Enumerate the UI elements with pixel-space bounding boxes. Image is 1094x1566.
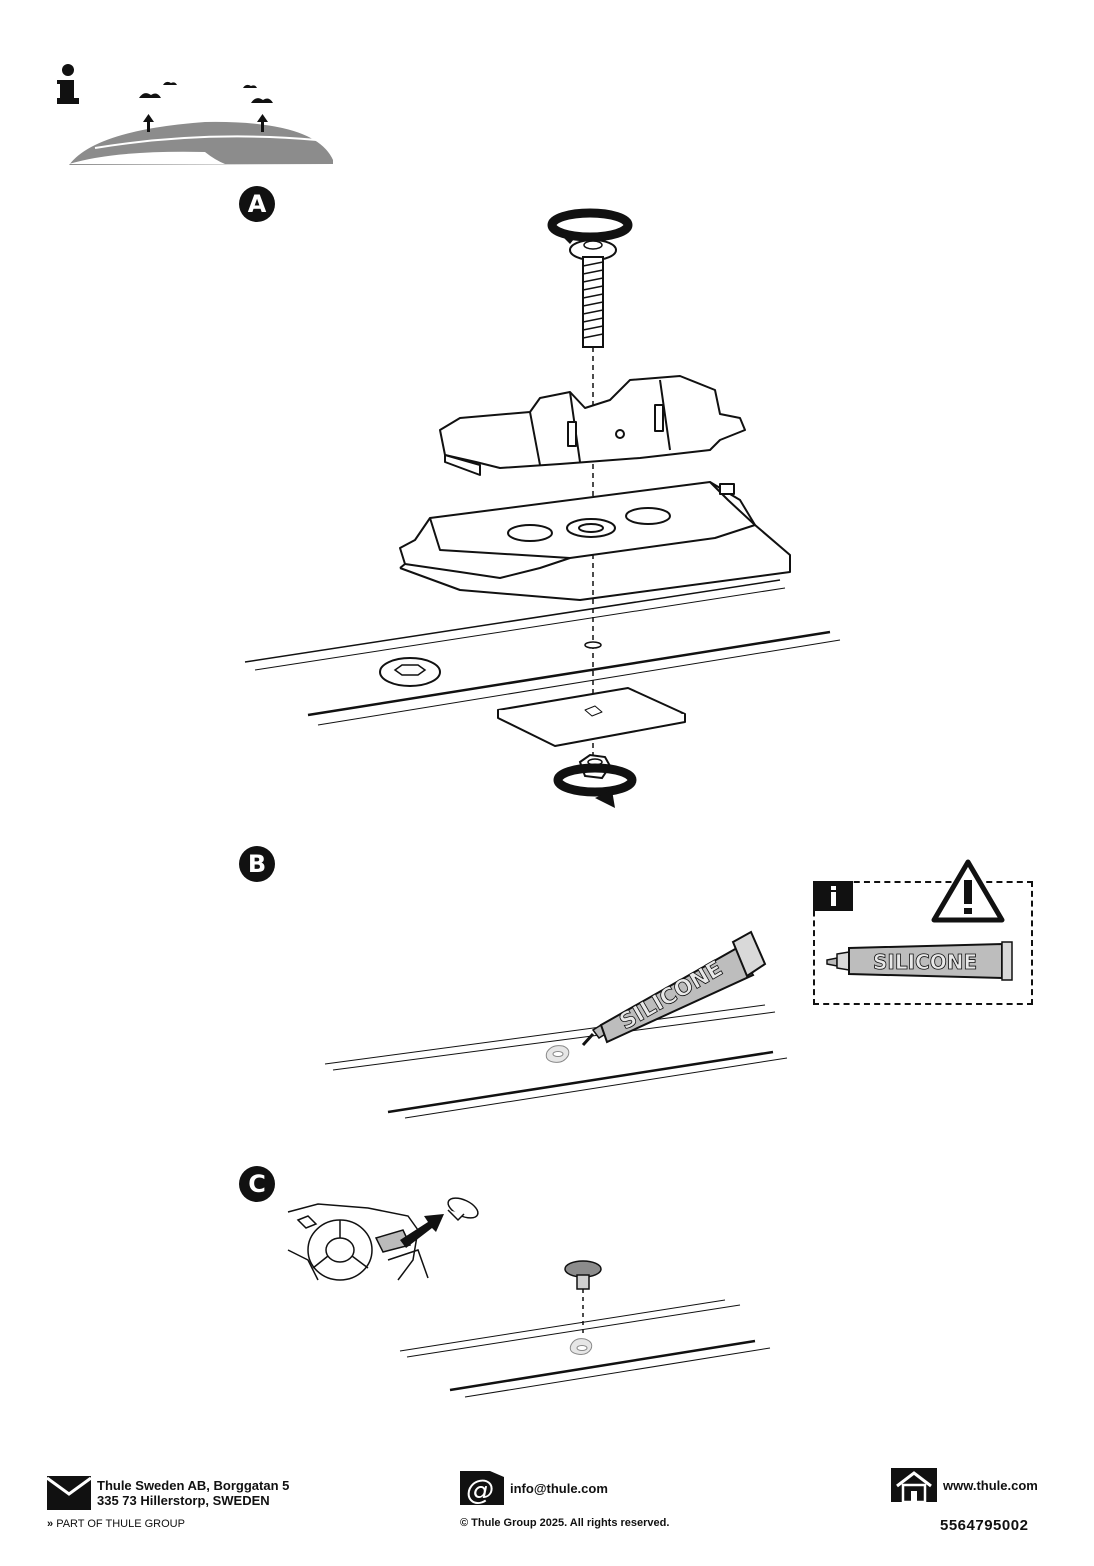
backing-plate (497, 687, 686, 747)
info-box-silicone-tube: SILICONE (826, 941, 1013, 981)
removed-plug (447, 1197, 479, 1222)
silicone-tube: SILICONE (581, 930, 767, 1047)
foot-pad (399, 481, 791, 601)
roof-rails (244, 579, 841, 726)
step-badge-c: C (239, 1166, 275, 1202)
bracket (439, 375, 746, 476)
warning-triangle-icon (931, 859, 1005, 923)
info-icon (57, 64, 79, 104)
rotate-clockwise-icon (547, 208, 633, 244)
roof-rails (399, 1299, 771, 1398)
roof-info-illustration (57, 64, 333, 165)
info-box-tube-label: SILICONE (873, 950, 977, 974)
step-badge-a: A (239, 186, 275, 222)
envelope-icon (46, 1476, 92, 1510)
document-number: 5564795002 (940, 1517, 1029, 1534)
chevron-right-icon: » (47, 1518, 54, 1530)
cap-plug (564, 1260, 602, 1290)
bolt (569, 239, 617, 348)
car-interior-illustration (287, 1197, 479, 1281)
at-sign-icon: @ (460, 1471, 504, 1506)
group-text: PART OF THULE GROUP (56, 1518, 185, 1530)
silicone-info-box (813, 881, 1033, 1005)
group-line: » PART OF THULE GROUP (47, 1518, 185, 1530)
step-c-illustration (399, 1260, 771, 1398)
dirt-particle-left (139, 81, 177, 132)
step-b-illustration: SILICONE (324, 930, 788, 1119)
arrow-up-right-icon (400, 1214, 444, 1248)
rotate-counterclockwise-icon (553, 763, 637, 808)
step-badge-b: B (239, 846, 275, 882)
dirt-particle-right (243, 84, 273, 132)
roof-rails (324, 1004, 788, 1119)
tube-label: SILICONE (616, 956, 728, 1035)
info-icon (813, 881, 853, 911)
company-line2: 335 73 Hillerstorp, SWEDEN (97, 1493, 270, 1508)
copyright: © Thule Group 2025. All rights reserved. (460, 1517, 670, 1529)
email-link[interactable]: info@thule.com (510, 1481, 608, 1496)
house-icon (891, 1468, 937, 1504)
company-line1: Thule Sweden AB, Borggatan 5 (97, 1478, 290, 1493)
website-link[interactable]: www.thule.com (943, 1478, 1038, 1493)
company-address: Thule Sweden AB, Borggatan 5 335 73 Hill… (97, 1478, 289, 1508)
step-a-illustration (244, 208, 841, 808)
hole-plug (379, 657, 441, 687)
svg-text:@: @ (466, 1473, 494, 1506)
